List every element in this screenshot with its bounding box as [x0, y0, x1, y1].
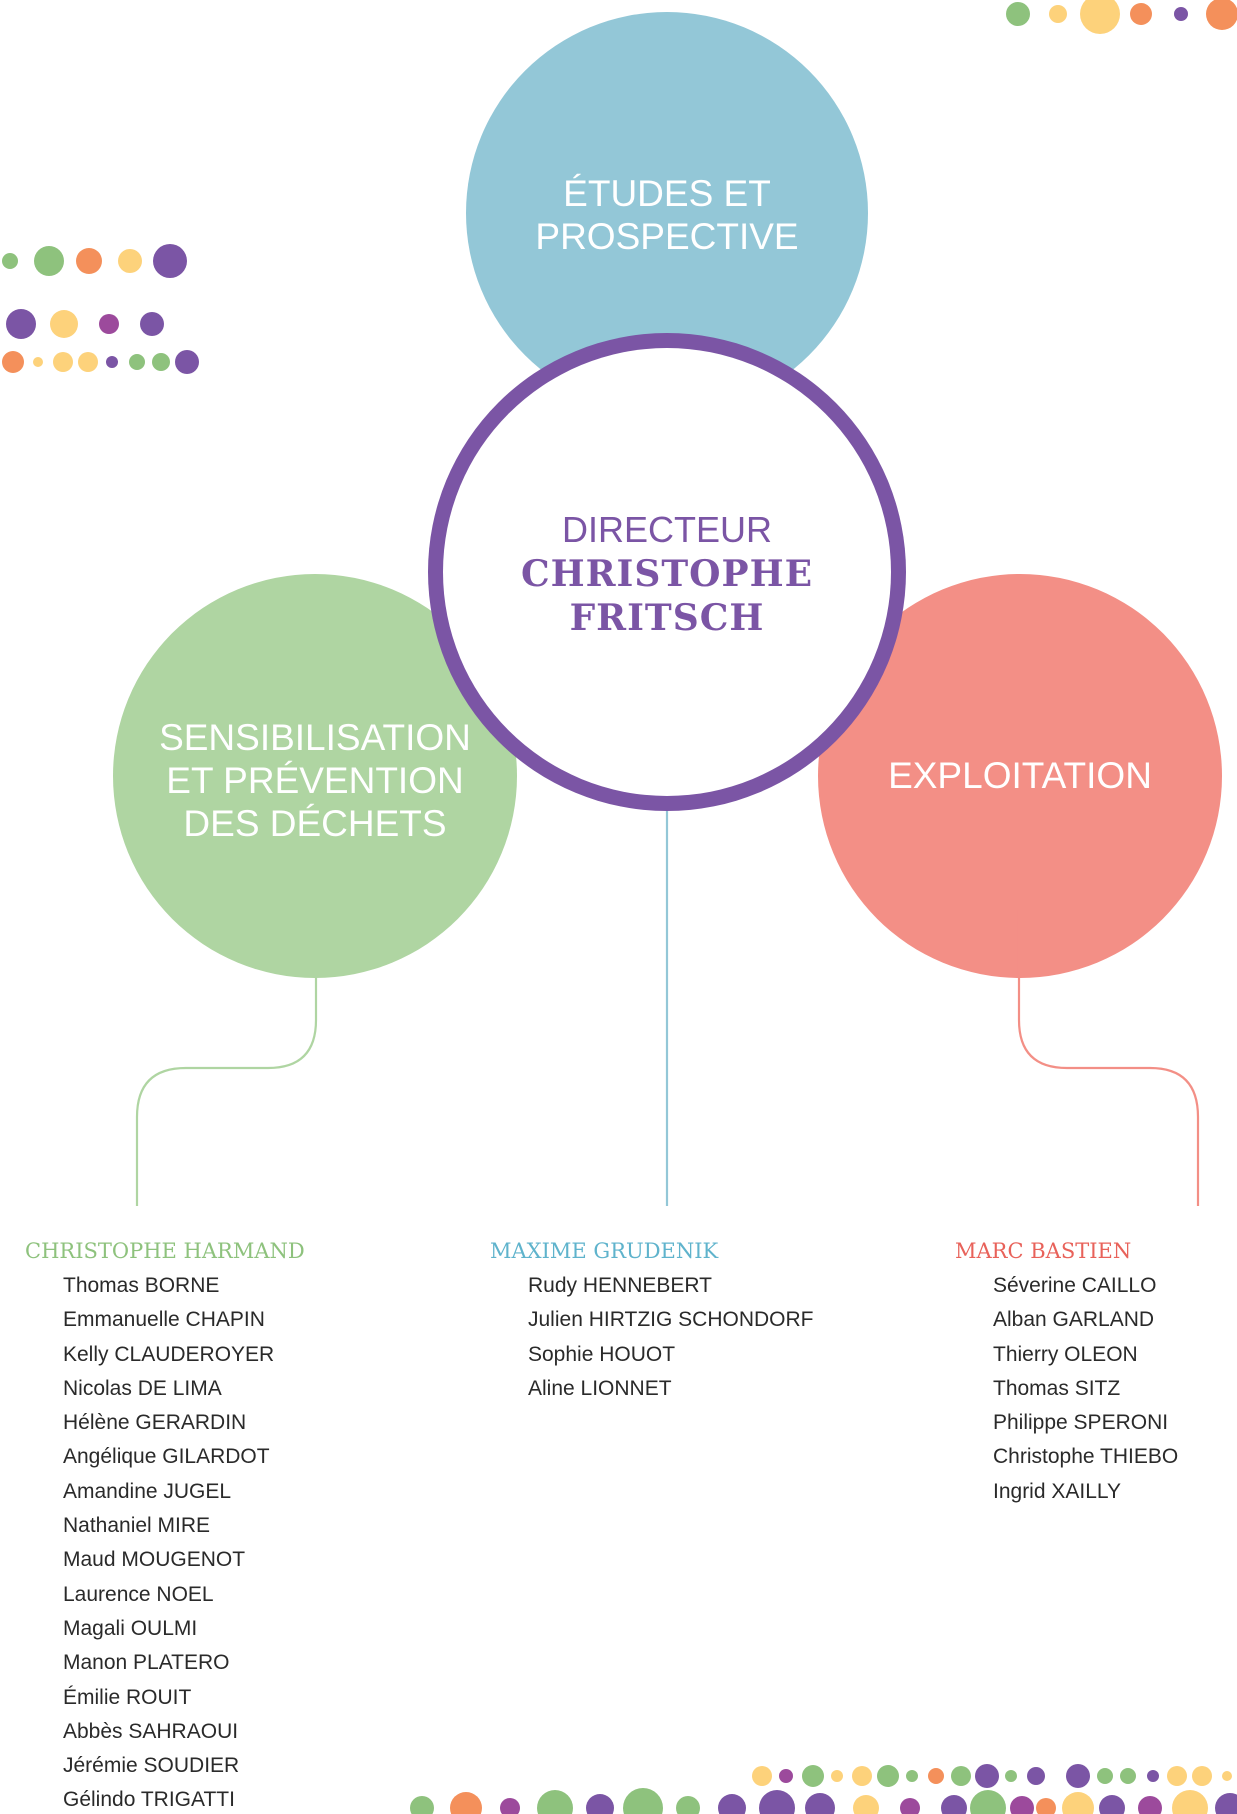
team-operations: MARC BASTIEN Séverine CAILLO Alban GARLAN… [955, 1237, 1178, 1509]
awareness-member: Émilie ROUIT [63, 1685, 192, 1709]
operations-member: Thomas SITZ [993, 1376, 1121, 1400]
awareness-member: Gélindo TRIGATTI [63, 1788, 235, 1812]
dots-left-row3 [2, 350, 199, 374]
team-awareness-lead: CHRISTOPHE HARMAND [25, 1239, 305, 1263]
awareness-member: Nicolas DE LIMA [63, 1376, 222, 1400]
team-awareness: CHRISTOPHE HARMAND Thomas BORNE Emmanuell… [25, 1237, 305, 1814]
team-operations-members: Séverine CAILLO Alban GARLAND Thierry OLEO… [955, 1269, 1178, 1509]
team-awareness-members: Thomas BORNE Emmanuelle CHAPIN Kelly CLAUD… [25, 1269, 305, 1814]
dots-top-right [1006, 0, 1237, 34]
team-studies-lead: MAXIME GRUDENIK [490, 1239, 719, 1263]
awareness-member: Hélène GERARDIN [63, 1411, 247, 1435]
operations-member: Philippe SPERONI [993, 1411, 1169, 1435]
awareness-member: Emmanuelle CHAPIN [63, 1308, 265, 1332]
director-role: DIRECTEUR [561, 509, 772, 550]
studies-label: ÉTUDES ET PROSPECTIVE [535, 173, 799, 257]
team-studies: MAXIME GRUDENIK Rudy HENNEBERT Julien HIR… [490, 1237, 813, 1406]
studies-member: Julien HIRTZIG SCHONDORF [528, 1308, 814, 1332]
operations-label: EXPLOITATION [888, 754, 1152, 796]
studies-member: Rudy HENNEBERT [528, 1274, 712, 1297]
awareness-member: Amandine JUGEL [63, 1479, 232, 1503]
dots-bottom-row2 [410, 1788, 1237, 1814]
director-name-line1: CHRISTOPHE [520, 553, 814, 595]
operations-member: Ingrid XAILLY [993, 1479, 1122, 1503]
awareness-member: Maud MOUGENOT [63, 1548, 246, 1572]
awareness-member: Jérémie SOUDIER [63, 1754, 240, 1778]
operations-member: Christophe THIEBO [993, 1445, 1179, 1469]
dots-left-row1 [2, 244, 187, 278]
awareness-member: Laurence NOEL [63, 1582, 214, 1606]
awareness-member: Manon PLATERO [63, 1651, 230, 1675]
awareness-member: Angélique GILARDOT [63, 1445, 270, 1469]
team-operations-lead: MARC BASTIEN [955, 1239, 1132, 1263]
connector-awareness [135, 910, 318, 1206]
director-block: DIRECTEUR CHRISTOPHE FRITSCH [468, 508, 866, 640]
director-inner [443, 348, 891, 796]
operations-member: Thierry OLEON [993, 1342, 1138, 1366]
connector-operations [1017, 910, 1200, 1206]
dots-bottom-right-row1 [752, 1764, 1232, 1788]
studies-member: Sophie HOUOT [528, 1342, 676, 1366]
awareness-label: SENSIBILISATION ET PRÉVENTION DES DÉCHET… [159, 716, 471, 844]
operations-member: Séverine CAILLO [993, 1274, 1157, 1297]
awareness-member: Abbès SAHRAOUI [63, 1719, 239, 1743]
awareness-member: Kelly CLAUDEROYER [63, 1342, 275, 1366]
director-name-line2: FRITSCH [569, 597, 765, 639]
awareness-member: Magali OULMI [63, 1616, 198, 1640]
studies-member: Aline LIONNET [528, 1376, 672, 1400]
awareness-member: Thomas BORNE [63, 1274, 220, 1297]
awareness-member: Nathaniel MIRE [63, 1514, 211, 1538]
team-studies-members: Rudy HENNEBERT Julien HIRTZIG SCHONDORF So… [490, 1269, 813, 1406]
operations-member: Alban GARLAND [993, 1308, 1155, 1332]
dots-left-row2 [6, 309, 164, 339]
